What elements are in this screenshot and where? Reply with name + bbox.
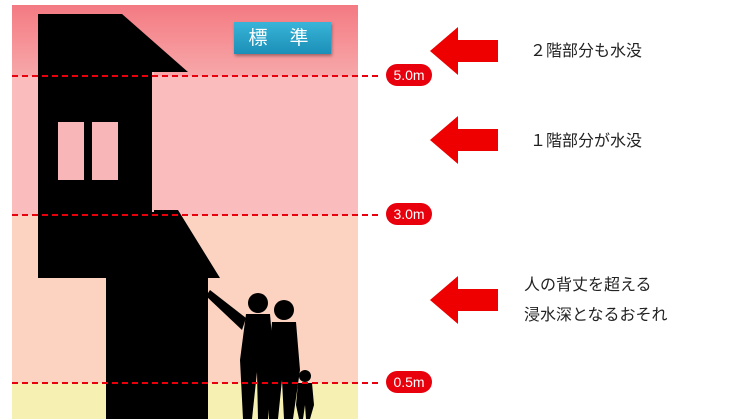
house-gap [152, 72, 154, 212]
arrow-left-icon [430, 276, 498, 324]
standard-badge: 標 準 [234, 22, 331, 54]
note-0-5m-line2: 浸水深となるおそれ [524, 305, 668, 324]
note-3m: １階部分が水没 [530, 131, 643, 150]
level-label-0-5m: 0.5m [386, 371, 432, 393]
note-0-5m-line1: 人の背丈を超える [524, 275, 652, 294]
level-label-3m: 3.0m [386, 203, 432, 225]
arrow-left-icon [430, 116, 498, 164]
family-silhouette [206, 290, 314, 419]
house-window [58, 122, 118, 180]
arrow-left-icon [430, 27, 498, 75]
level-label-5m: 5.0m [386, 64, 432, 86]
note-5m: ２階部分も水没 [530, 41, 643, 60]
